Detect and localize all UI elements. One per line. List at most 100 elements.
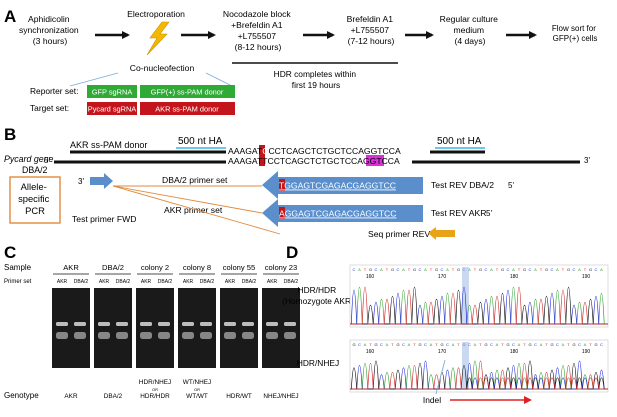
trace-tick: 160: [366, 274, 375, 280]
step-nocodazole: Nocodazole block +Brefeldin A1 +L755507 …: [223, 9, 293, 52]
gel-band: [266, 322, 278, 326]
gel-band: [242, 332, 254, 339]
trace1-label: HDR/HDR (Homozygote AKR): [282, 285, 354, 306]
base-call: T: [435, 342, 438, 347]
sample-label: colony 23: [265, 263, 298, 272]
gel-band: [266, 332, 278, 339]
base-call: G: [391, 267, 394, 272]
sample-label: DBA/2: [102, 263, 124, 272]
base-call: T: [474, 267, 477, 272]
fwd-primer-arrow: [90, 173, 113, 189]
primer-set-label: AKR: [99, 279, 110, 285]
base-call: A: [578, 267, 581, 272]
gel-band: [56, 322, 68, 326]
base-call: C: [468, 342, 471, 347]
base-call: A: [402, 267, 405, 272]
base-call: A: [430, 342, 433, 347]
base-call: T: [567, 342, 570, 347]
base-call: C: [358, 342, 361, 347]
svg-text:AGGAGTCGAGACGAGGTCC: AGGAGTCGAGACGAGGTCC: [279, 209, 396, 219]
fwd-three-prime: 3': [78, 177, 84, 186]
base-call: T: [518, 267, 521, 272]
primer-set-label: AKR: [57, 279, 68, 285]
base-call: T: [562, 267, 565, 272]
gel-band: [98, 332, 110, 339]
base-call: A: [424, 267, 427, 272]
genotype-label: OR: [194, 387, 200, 392]
chromatogram-hdr-nhej: [349, 339, 609, 393]
trace-line: [350, 287, 608, 325]
gel-lane-group: [262, 288, 300, 368]
test-primer-fwd: Test primer FWD: [72, 214, 136, 224]
base-call: T: [452, 267, 455, 272]
base-call: T: [589, 342, 592, 347]
step-aphidicolin: Aphidicolin synchronization (3 hours): [19, 14, 81, 46]
base-call: T: [523, 342, 526, 347]
primer-set-label: AKR: [183, 279, 194, 285]
base-call: G: [506, 342, 509, 347]
trace-tick: 160: [366, 349, 375, 355]
gel-band: [284, 322, 296, 326]
primer-set-label: AKR: [225, 279, 236, 285]
base-call: C: [424, 342, 427, 347]
gel-band: [224, 322, 236, 326]
base-call: C: [556, 342, 559, 347]
step-regular-culture: Regular culture medium (4 days): [440, 14, 501, 46]
rev-primer-dba: [262, 171, 423, 199]
svg-text:Allele- specific P: Allele- specific PCR: [18, 181, 52, 216]
base-call: C: [490, 342, 493, 347]
svg-text:5': 5': [486, 209, 492, 218]
base-call: G: [352, 342, 355, 347]
base-call: A: [490, 267, 493, 272]
base-call: A: [468, 267, 471, 272]
base-call: T: [391, 342, 394, 347]
base-call: T: [430, 267, 433, 272]
gel-lane-group: [52, 288, 90, 368]
base-call: T: [364, 267, 367, 272]
base-call: G: [484, 342, 487, 347]
base-call: G: [589, 267, 592, 272]
base-call: A: [534, 267, 537, 272]
gene-five-prime: 5': [44, 156, 50, 165]
trace-tick: 190: [582, 349, 591, 355]
base-call: A: [358, 267, 361, 272]
sample-label: AKR: [63, 263, 79, 272]
svg-text:GFP(+) ss-PAM donor: GFP(+) ss-PAM donor: [151, 88, 224, 97]
gel-band: [158, 332, 170, 339]
base-call: G: [550, 342, 553, 347]
gel-band: [98, 322, 110, 326]
gel-lane-group: [94, 288, 132, 368]
gel-lane-group: [220, 288, 258, 368]
base-call: C: [380, 342, 383, 347]
base-call: G: [435, 267, 438, 272]
chromatogram-hdr-hdr: [349, 264, 609, 328]
step-electroporation: Electroporation: [127, 9, 185, 19]
base-call: C: [512, 342, 515, 347]
base-call: C: [375, 267, 378, 272]
reporter-set-label: Reporter set:: [30, 86, 78, 96]
gel-band: [140, 332, 152, 339]
base-call: C: [441, 267, 444, 272]
ha-label-right: 500 nt HA: [437, 136, 482, 147]
seq-primer-rev: Seq primer REV: [368, 229, 430, 239]
primer-set-label: DBA/2: [200, 279, 215, 285]
base-call: A: [364, 342, 367, 347]
base-call: T: [479, 342, 482, 347]
gel-band: [116, 322, 128, 326]
svg-text:AKR ss-PAM donor: AKR ss-PAM donor: [155, 105, 219, 114]
base-call: G: [479, 267, 482, 272]
trace-tick: 180: [510, 349, 519, 355]
primer-set-label: DBA/2: [116, 279, 131, 285]
rev-akr-label: Test REV AKR: [431, 208, 486, 218]
gel-lane-group: [178, 288, 216, 368]
base-call: G: [374, 342, 377, 347]
base-call: T: [545, 342, 548, 347]
base-call: T: [413, 342, 416, 347]
primer-row-label: Primer set: [4, 279, 32, 285]
base-call: A: [474, 342, 477, 347]
base-call: G: [567, 267, 570, 272]
base-call: C: [402, 342, 405, 347]
base-call: T: [369, 342, 372, 347]
